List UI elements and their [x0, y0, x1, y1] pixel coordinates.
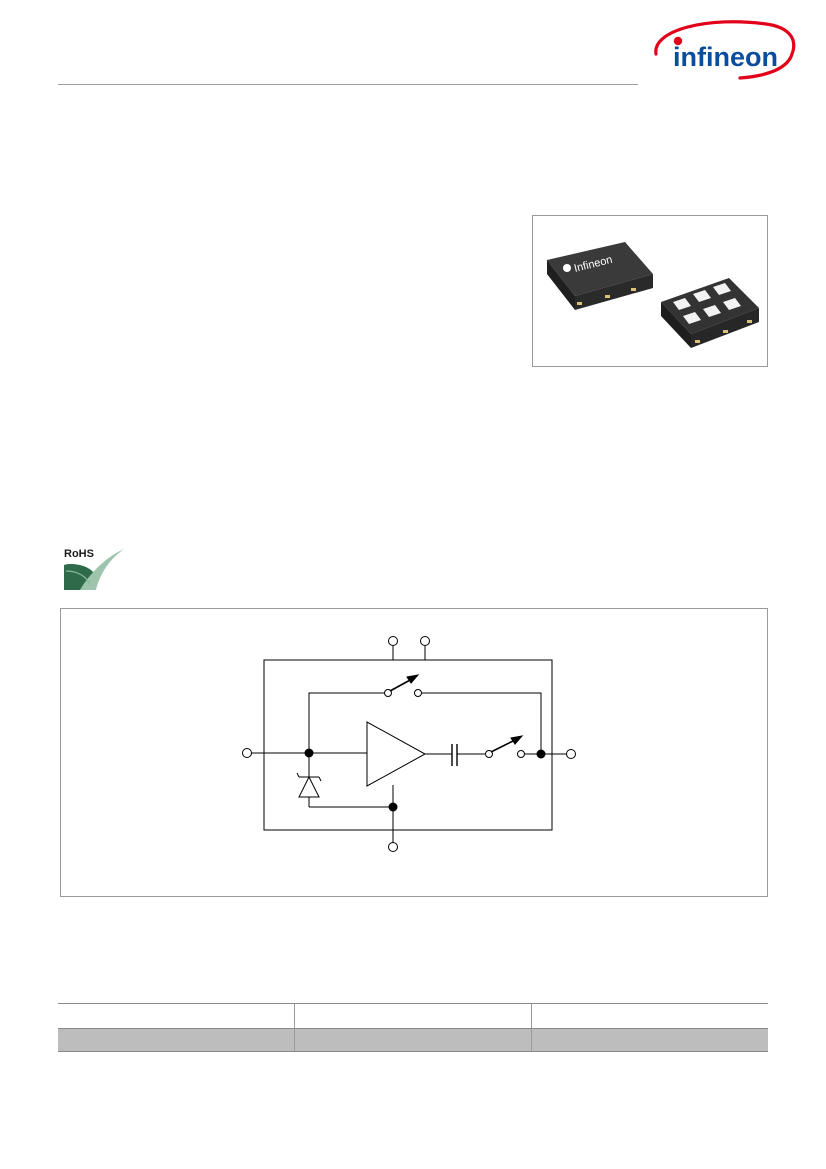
capacitor [451, 744, 485, 766]
table-cell [532, 1029, 768, 1051]
package-top-view: Infineon [547, 242, 653, 310]
ic-body [263, 659, 553, 831]
table-top-rule [58, 1003, 768, 1004]
header-rule [58, 84, 638, 85]
table-header-cell [58, 1004, 295, 1028]
amplifier [366, 721, 427, 787]
logo-text: infineon [673, 42, 778, 72]
ground-pin [388, 802, 398, 852]
product-photo: Infineon [532, 215, 768, 367]
block-diagram [60, 608, 768, 897]
rohs-leaf-icon [64, 549, 124, 590]
infineon-logo: infineon [648, 14, 798, 80]
rohs-label: RoHS [64, 548, 94, 560]
table-header-cell [532, 1004, 768, 1028]
infineon-logo-graphic: infineon [654, 20, 796, 80]
table-cell [295, 1029, 532, 1051]
chip-logo-dot [563, 264, 571, 272]
ordering-table [58, 1003, 768, 1052]
table-row [58, 1028, 768, 1052]
package-bottom-view [661, 278, 759, 348]
table-header-cell [295, 1004, 532, 1028]
product-photo-graphic: Infineon [547, 242, 759, 348]
logo-swoosh [654, 20, 796, 80]
bypass-path [308, 674, 542, 753]
output-switch [485, 735, 567, 758]
bypass-switch [389, 678, 413, 692]
table-cell [58, 1029, 295, 1051]
block-diagram-graphic [242, 636, 576, 852]
logo-dot [673, 36, 683, 46]
rohs-badge: RoHS [60, 547, 128, 591]
output-pin [566, 749, 576, 759]
top-pins [388, 636, 430, 660]
table-header-row [58, 1004, 768, 1028]
